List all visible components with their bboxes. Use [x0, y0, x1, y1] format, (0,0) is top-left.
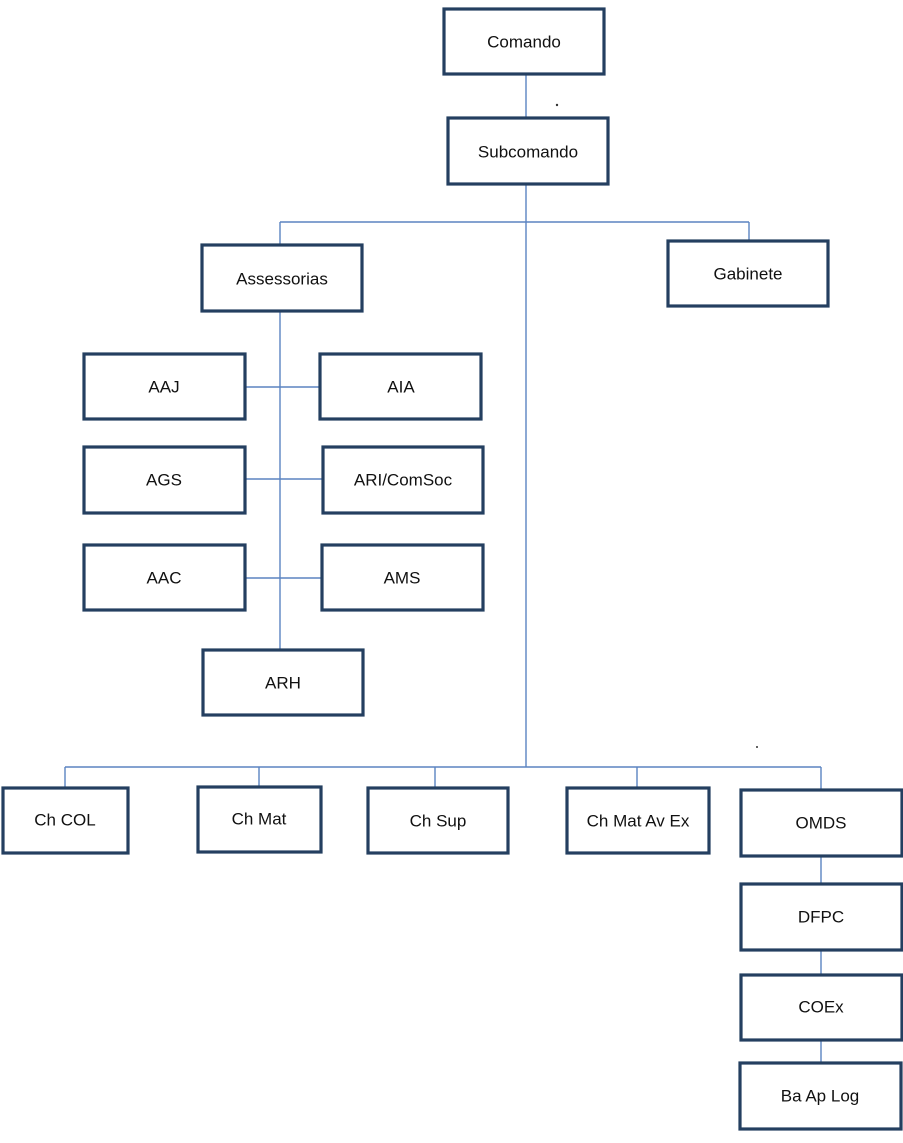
- node-label: OMDS: [796, 814, 847, 833]
- node-label: AGS: [146, 471, 182, 490]
- node-assessorias[interactable]: Assessorias: [200, 243, 364, 313]
- node-label: ARH: [265, 674, 301, 693]
- node-aac[interactable]: AAC: [82, 543, 247, 612]
- node-label: AMS: [384, 569, 421, 588]
- node-gabinete[interactable]: Gabinete: [666, 239, 830, 308]
- node-label: AAC: [147, 569, 182, 588]
- node-label: COEx: [798, 998, 844, 1017]
- node-omds[interactable]: OMDS: [739, 788, 903, 858]
- node-arh[interactable]: ARH: [201, 648, 365, 717]
- node-ams[interactable]: AMS: [320, 543, 485, 612]
- node-label: ARI/ComSoc: [354, 471, 453, 490]
- node-subcomando[interactable]: Subcomando: [446, 116, 610, 186]
- node-ags[interactable]: AGS: [82, 445, 247, 515]
- node-label: Gabinete: [714, 265, 783, 284]
- stray-dot: [555, 103, 559, 107]
- node-label: Ba Ap Log: [781, 1087, 859, 1106]
- node-coex[interactable]: COEx: [739, 973, 903, 1042]
- node-aaj[interactable]: AAJ: [82, 352, 247, 421]
- node-label: Ch COL: [34, 811, 95, 830]
- node-label: AIA: [387, 378, 415, 397]
- node-label: Ch Mat: [232, 810, 287, 829]
- node-ch-sup[interactable]: Ch Sup: [366, 786, 510, 855]
- node-label: Subcomando: [478, 143, 578, 162]
- node-aia[interactable]: AIA: [318, 352, 483, 421]
- node-ch-mat-av-ex[interactable]: Ch Mat Av Ex: [565, 786, 711, 855]
- node-ch-col[interactable]: Ch COL: [1, 786, 130, 855]
- node-ari-comsoc[interactable]: ARI/ComSoc: [321, 445, 485, 515]
- stray-dot: [756, 746, 758, 748]
- node-label: DFPC: [798, 908, 844, 927]
- node-label: Assessorias: [236, 270, 328, 289]
- node-label: Comando: [487, 33, 561, 52]
- connectors: [64, 74, 822, 1063]
- node-label: AAJ: [148, 378, 179, 397]
- node-ch-mat[interactable]: Ch Mat: [196, 785, 323, 854]
- node-ba-ap-log[interactable]: Ba Ap Log: [738, 1061, 903, 1131]
- node-dfpc[interactable]: DFPC: [739, 882, 903, 952]
- node-comando[interactable]: Comando: [442, 7, 606, 76]
- node-label: Ch Sup: [410, 812, 467, 831]
- node-label: Ch Mat Av Ex: [587, 812, 690, 831]
